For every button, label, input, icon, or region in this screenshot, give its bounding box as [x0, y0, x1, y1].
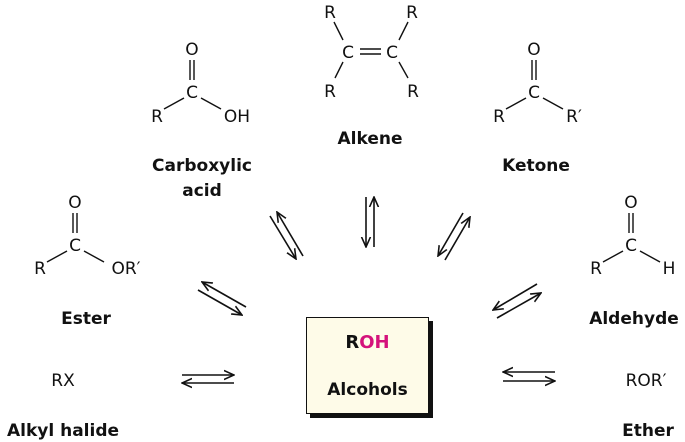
equilibrium-arrow-ether: [503, 372, 555, 381]
aldehyde-structure: O C R H Aldehyde: [589, 193, 679, 329]
carboxylic-acid-label-line1: Carboxylic: [152, 156, 252, 176]
ester-o: O: [68, 193, 81, 213]
acid-c: C: [186, 83, 198, 103]
ether-structure: ROR′ Ether: [622, 371, 674, 441]
bond: [542, 97, 564, 110]
bond: [505, 97, 527, 110]
ester-label: Ester: [61, 309, 111, 329]
alkyl-halide-formula: RX: [51, 371, 75, 391]
alkene-structure: R R C C R R Alkene: [324, 3, 419, 149]
alkene-r-top-right: R: [406, 3, 418, 23]
alkene-r-bottom-right: R: [407, 82, 419, 102]
ketone-r-prime: R′: [566, 107, 582, 127]
ketone-label: Ketone: [502, 156, 570, 176]
ketone-r: R: [493, 107, 505, 127]
aldehyde-o: O: [624, 193, 637, 213]
alkene-r-top-left: R: [324, 3, 336, 23]
carboxylic-acid-label-line2: acid: [182, 181, 222, 201]
alcohols-label: Alcohols: [327, 380, 408, 400]
bond: [200, 97, 222, 110]
bond: [163, 97, 185, 110]
ester-or-prime: OR′: [111, 259, 140, 279]
ketone-c: C: [528, 83, 540, 103]
alcohols-center-box: ROH Alcohols: [306, 317, 429, 414]
aldehyde-h: H: [663, 259, 676, 279]
bond: [639, 250, 661, 263]
alkene-c-left: C: [342, 43, 354, 63]
ether-formula: ROR′: [626, 371, 667, 391]
equilibrium-arrow-ester: [197, 282, 247, 315]
equilibrium-arrow-alkene: [366, 197, 374, 247]
alkene-label: Alkene: [338, 129, 403, 149]
bond: [398, 61, 409, 79]
ketone-structure: O C R R′ Ketone: [493, 40, 582, 176]
bond: [46, 250, 68, 263]
ester-structure: O C R OR′ Ester: [34, 193, 141, 329]
ester-c: C: [69, 236, 81, 256]
bond: [333, 21, 344, 41]
ether-label: Ether: [622, 421, 674, 441]
bond: [398, 21, 409, 41]
alkene-c-right: C: [386, 43, 398, 63]
aldehyde-r: R: [590, 259, 602, 279]
ketone-o: O: [527, 40, 540, 60]
bond: [334, 61, 344, 79]
bond: [602, 250, 624, 263]
acid-oh: OH: [224, 107, 250, 127]
equilibrium-arrow-aldehyde: [493, 283, 541, 319]
carboxylic-acid-structure: O C R OH Carboxylic acid: [151, 40, 252, 201]
alkyl-halide-label: Alkyl halide: [7, 421, 119, 441]
equilibrium-arrow-ketone: [438, 212, 470, 261]
aldehyde-c: C: [625, 236, 637, 256]
acid-o: O: [185, 40, 198, 60]
bond: [83, 250, 105, 263]
equilibrium-arrow-alkyl-halide: [182, 375, 234, 383]
acid-r: R: [151, 107, 163, 127]
equilibrium-arrow-acid: [269, 212, 304, 259]
aldehyde-label: Aldehyde: [589, 309, 679, 329]
hydroxyl-group: OH: [359, 332, 390, 353]
ester-r: R: [34, 259, 46, 279]
alcohol-formula-r: R: [345, 332, 360, 353]
alcohol-formula: ROH: [307, 332, 428, 353]
alkyl-halide-structure: RX Alkyl halide: [7, 371, 119, 441]
alkene-r-bottom-left: R: [324, 82, 336, 102]
